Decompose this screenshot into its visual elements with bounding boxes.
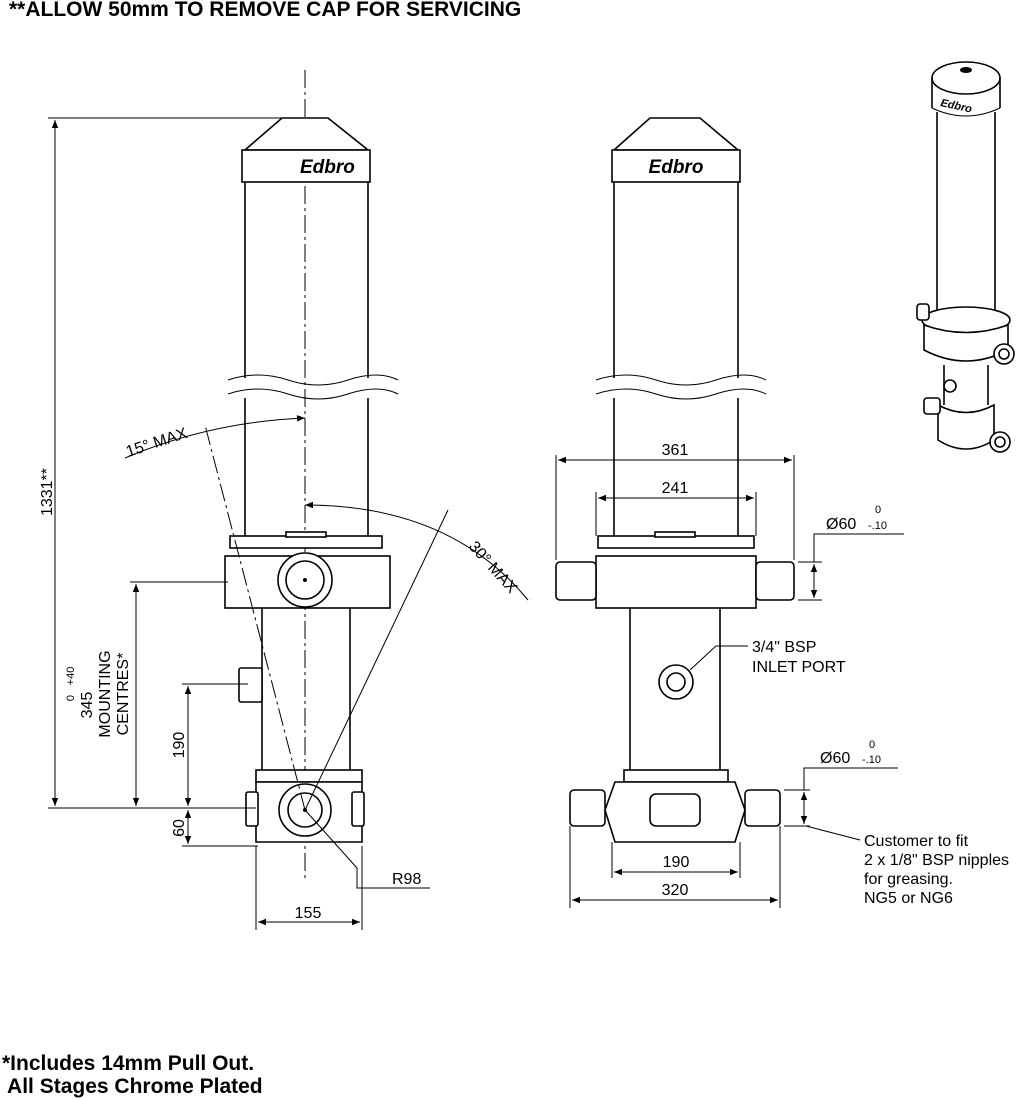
mounting-value: 345 xyxy=(79,692,96,719)
d320-label: 320 xyxy=(662,882,689,899)
side-view: Edbro 15° MAX 30° MAX R xyxy=(39,70,529,930)
dia-top-tol-lower: -.10 xyxy=(868,520,887,532)
pull-out-note: *Includes 14mm Pull Out. xyxy=(2,1052,255,1075)
grease-line-3: for greasing. xyxy=(864,871,953,888)
overall-height-label: 1331** xyxy=(39,468,56,516)
dia-top-label: Ø60 xyxy=(826,516,856,533)
angle-15-label: 15° MAX xyxy=(124,425,190,461)
side-60-label: 60 xyxy=(171,819,188,837)
mounting-label-2: CENTRES* xyxy=(115,653,132,736)
dia-bottom-label: Ø60 xyxy=(820,750,850,767)
d155-label: 155 xyxy=(295,905,322,922)
dia-bottom-tol-lower: -.10 xyxy=(862,754,881,766)
inlet-port-line-2: INLET PORT xyxy=(752,659,846,676)
grease-line-4: NG5 or NG6 xyxy=(864,890,953,907)
mounting-label-1: MOUNTING xyxy=(97,650,114,737)
front-brand-text: Edbro xyxy=(649,157,704,178)
servicing-note: **ALLOW 50mm TO REMOVE CAP FOR SERVICING xyxy=(9,0,522,21)
dia-top-tol-upper: 0 xyxy=(875,504,881,516)
front-view: Edbro 361 241 Ø60 xyxy=(555,117,904,908)
d241-label: 241 xyxy=(662,480,689,497)
mounting-tol-upper: +40 xyxy=(65,667,77,686)
side-brand-text: Edbro xyxy=(300,157,355,178)
chrome-note: All Stages Chrome Plated xyxy=(2,1075,263,1098)
dia-bottom-tol-upper: 0 xyxy=(869,739,875,751)
side-190-label: 190 xyxy=(171,732,188,759)
isometric-view: Edbro xyxy=(916,61,1015,453)
front-190-label: 190 xyxy=(663,854,690,871)
grease-line-1: Customer to fit xyxy=(864,833,969,850)
r98-label: R98 xyxy=(392,871,421,888)
mounting-tol-lower: 0 xyxy=(65,695,77,701)
inlet-port-line-1: 3/4" BSP xyxy=(752,639,816,656)
grease-line-2: 2 x 1/8" BSP nipples xyxy=(864,852,1009,869)
angle-30-label: 30° MAX xyxy=(465,538,520,597)
d361-label: 361 xyxy=(662,442,689,459)
